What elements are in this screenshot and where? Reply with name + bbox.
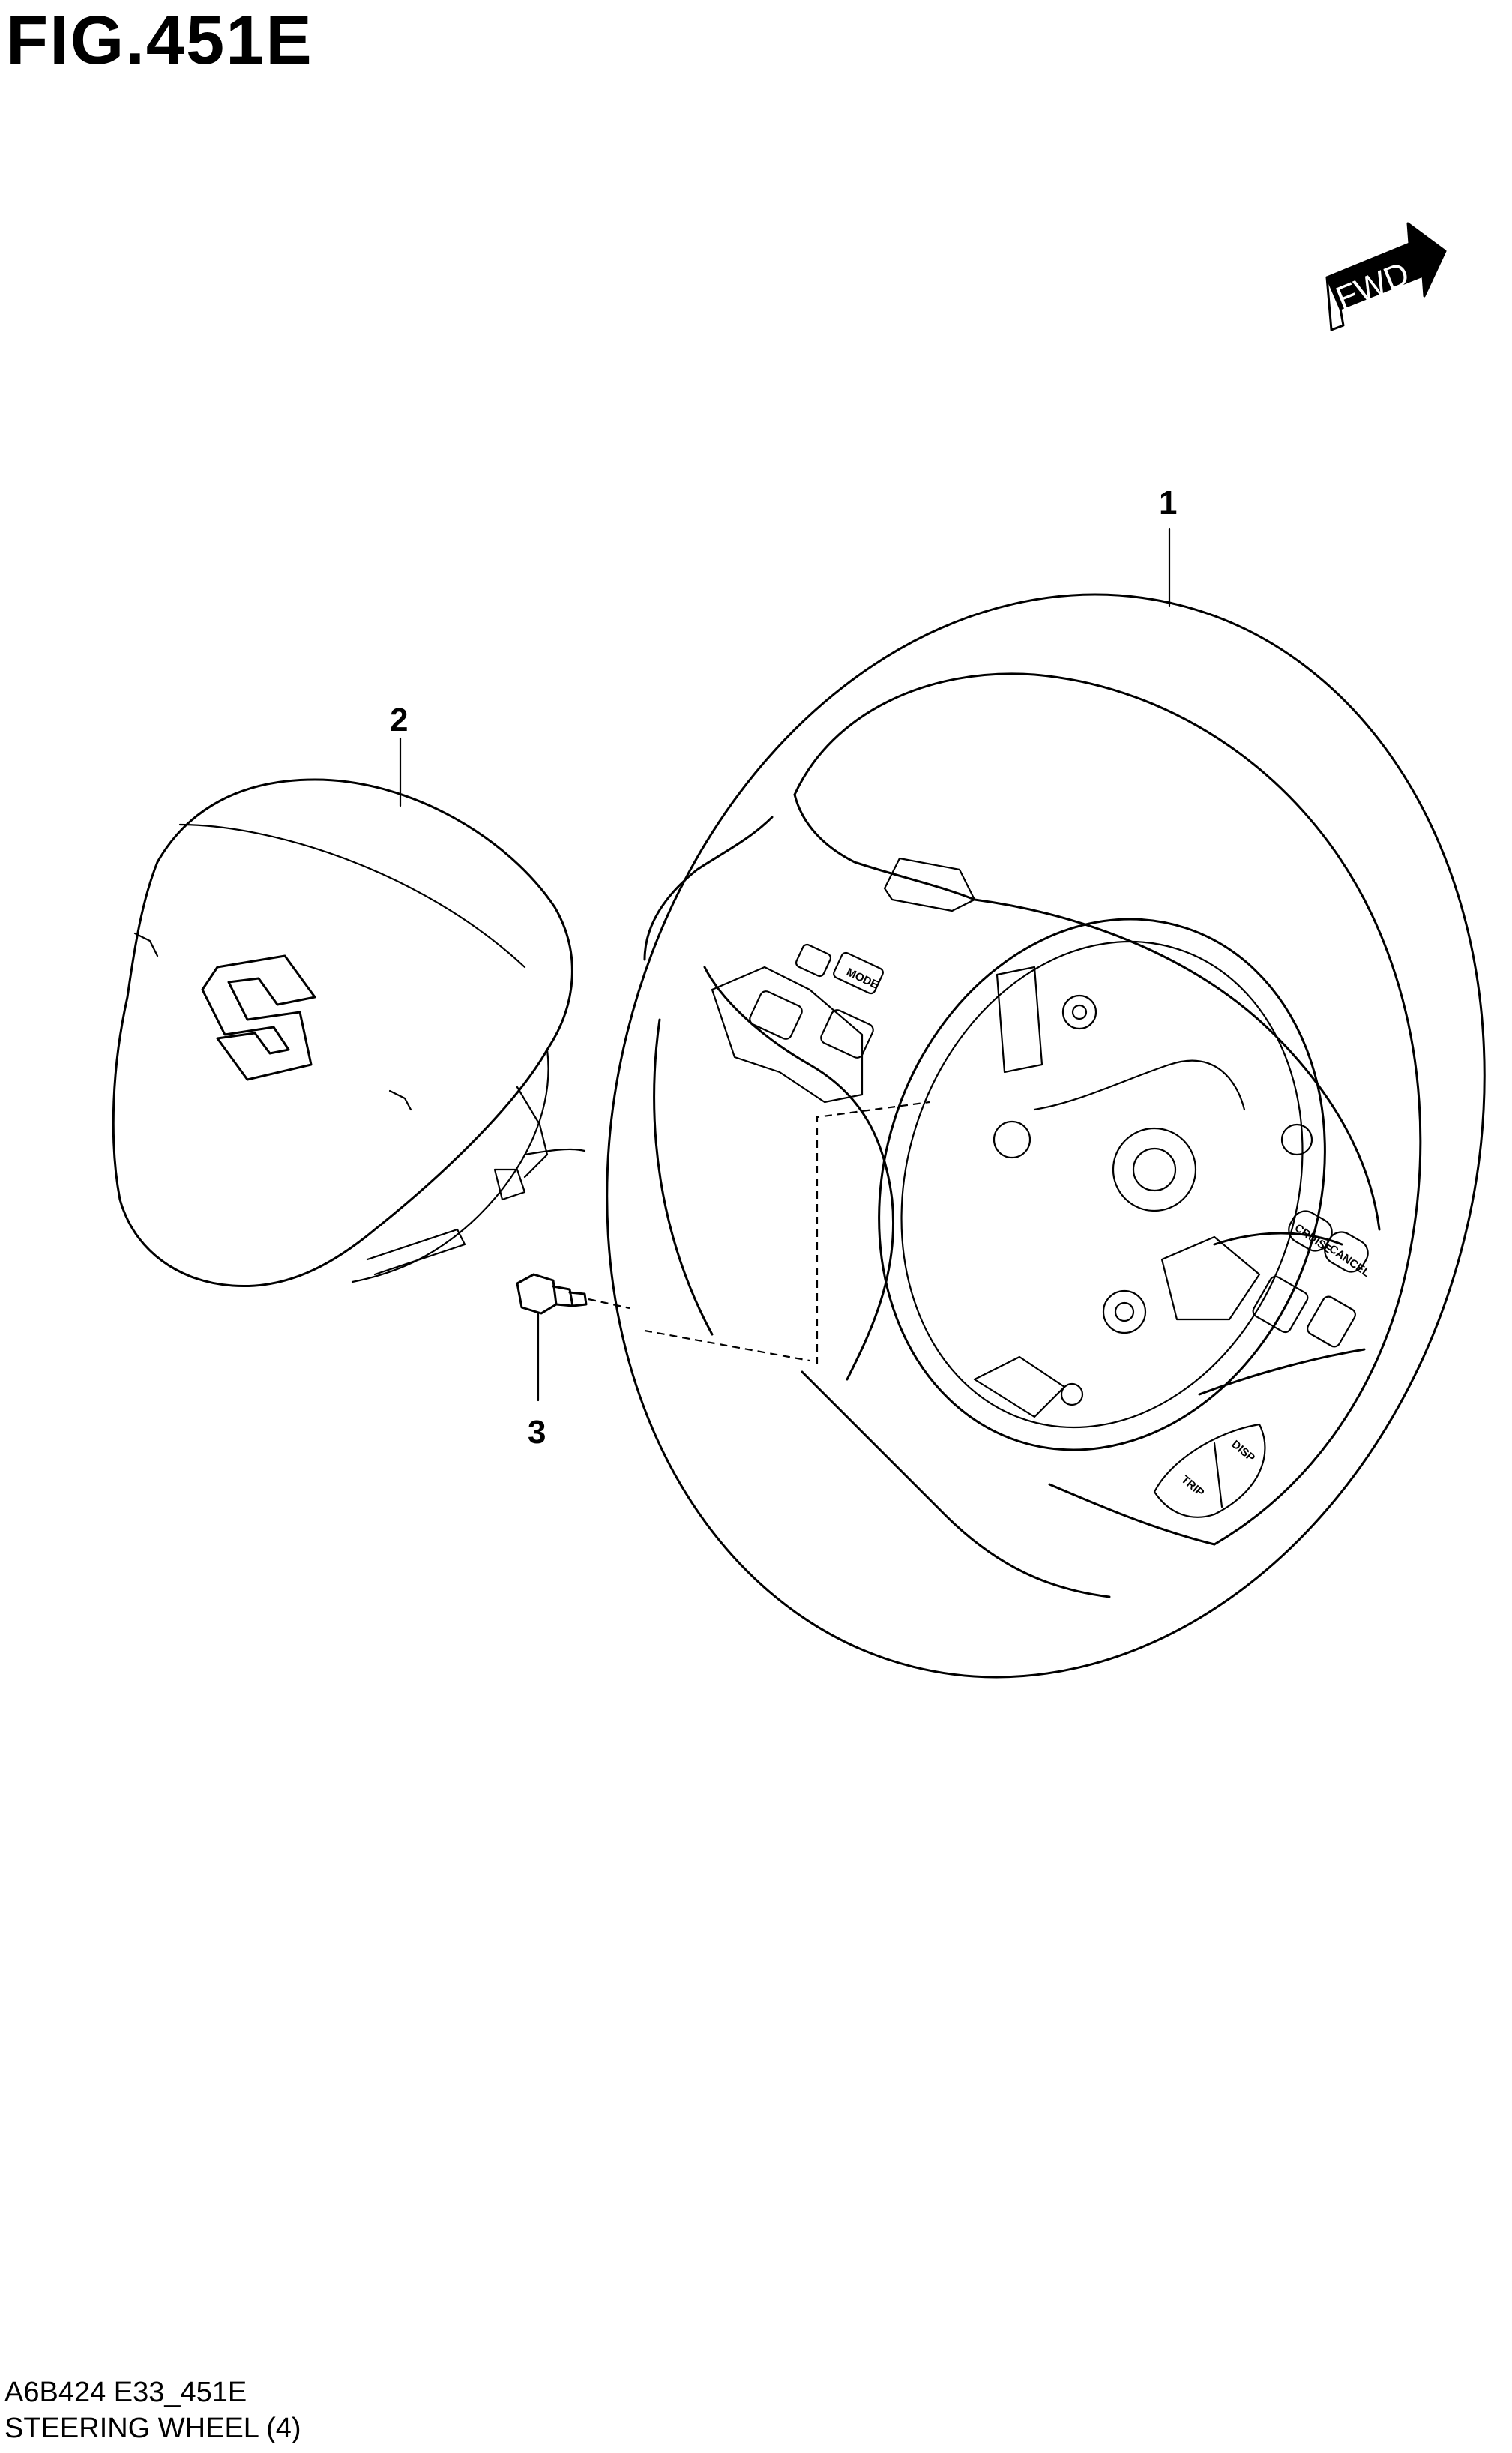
- callout-2: 2: [390, 702, 408, 738]
- figure-name: STEERING WHEEL (4): [4, 2413, 301, 2444]
- assembly-line-pad: [816, 1101, 930, 1364]
- callout-1: 1: [1159, 484, 1177, 521]
- right-switch-cluster: CRUISE CANCEL: [1252, 1210, 1373, 1348]
- trip-disp-switch: TRIP DISP: [1153, 1423, 1266, 1518]
- assembly-line-bolt: [588, 1298, 810, 1362]
- callout-3: 3: [528, 1414, 546, 1451]
- mode-button-label: MODE: [844, 966, 880, 991]
- airbag-pad: [112, 778, 586, 1288]
- trip-button-label: TRIP: [1178, 1473, 1206, 1499]
- bolt: [516, 1273, 588, 1315]
- figure-code: A6B424 E33_451E: [4, 2377, 247, 2408]
- left-switch-cluster: MODE: [749, 943, 884, 1059]
- steering-wheel: MODE CRUISE CANCEL TRIP DISP: [606, 593, 1486, 1679]
- fwd-badge: FWD: [1325, 222, 1447, 331]
- figure-title: FIG.451E: [6, 2, 313, 79]
- disp-button-label: DISP: [1229, 1438, 1257, 1465]
- suzuki-logo-icon: [201, 954, 316, 1081]
